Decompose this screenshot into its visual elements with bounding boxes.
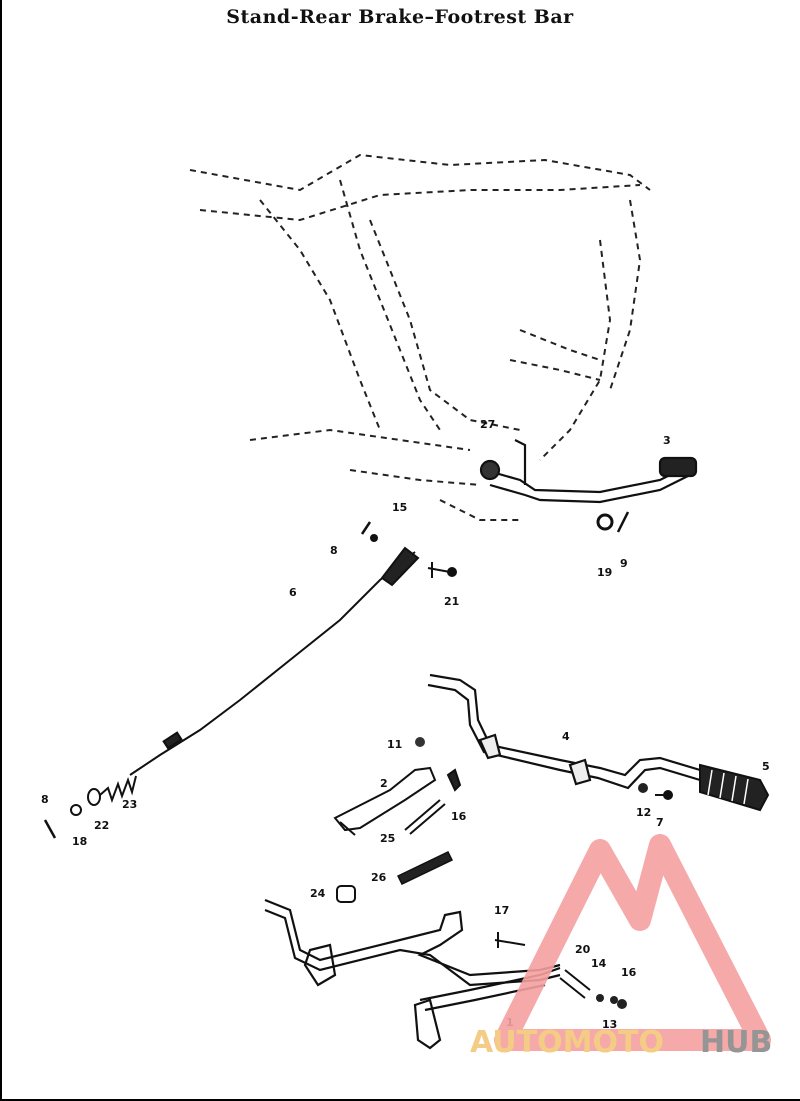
nut-11 [415,737,425,747]
brake-pedal [479,439,698,504]
callout-22: 22 [94,819,109,832]
watermark-text-hub: HUB [700,1025,772,1060]
nut-13 [617,999,627,1009]
washer-19 [596,513,614,531]
washer-14 [596,994,604,1002]
callout-13: 13 [602,1018,617,1031]
watermark-logo: AUTOMOTO HUB [470,834,772,1060]
cotter-pin-9 [616,511,630,533]
callout-25: 25 [380,832,395,845]
callout-8-lower: 8 [41,793,49,806]
callout-17: 17 [494,904,509,917]
footrest-bar [427,673,701,790]
callout-18: 18 [72,835,87,848]
frame-outline [189,153,651,521]
callout-12: 12 [636,806,651,819]
callout-26: 26 [371,871,387,884]
watermark-text-automoto: AUTOMOTO [470,1025,664,1060]
callout-15: 15 [392,501,407,514]
callout-27: 27 [480,418,495,431]
watermark-triangle-icon [494,834,771,1051]
pivot-shaft-20 [559,969,591,999]
bushing-24 [336,885,356,903]
callout-5: 5 [762,760,770,773]
spring-25 [404,799,446,835]
callout-19: 19 [597,566,612,579]
callout-labels: 27 3 15 8 6 19 9 21 4 5 11 2 16 25 12 7 … [41,418,770,1031]
callout-4: 4 [562,730,570,743]
spring-26 [396,851,454,885]
callout-16-lower: 16 [621,966,637,979]
bolt-7 [655,790,673,800]
callout-9: 9 [620,557,628,570]
spring-16-lower [610,996,618,1004]
spring-16-upper [446,768,462,792]
callout-7: 7 [656,816,664,829]
callout-14: 14 [591,957,607,970]
brake-rod [129,546,420,776]
callout-21: 21 [444,595,459,608]
callout-16-upper: 16 [451,810,467,823]
callout-6: 6 [289,586,297,599]
nut-22 [70,804,82,816]
callout-2: 2 [380,777,388,790]
nut-12 [638,783,648,793]
footrest-rubber-5 [699,763,770,812]
bolt-17 [494,932,526,948]
pin-8-lower [43,819,57,839]
callout-3: 3 [663,434,671,447]
callout-24: 24 [310,887,326,900]
pin-8-upper [360,521,378,542]
side-stand [333,766,437,836]
callout-8-upper: 8 [330,544,338,557]
bolt-21 [427,562,457,578]
callout-23: 23 [122,798,137,811]
callout-20: 20 [575,943,591,956]
callout-11: 11 [387,738,402,751]
diagram-title: Stand-Rear Brake–Footrest Bar [226,6,574,28]
adjuster-spring-23 [87,775,137,806]
